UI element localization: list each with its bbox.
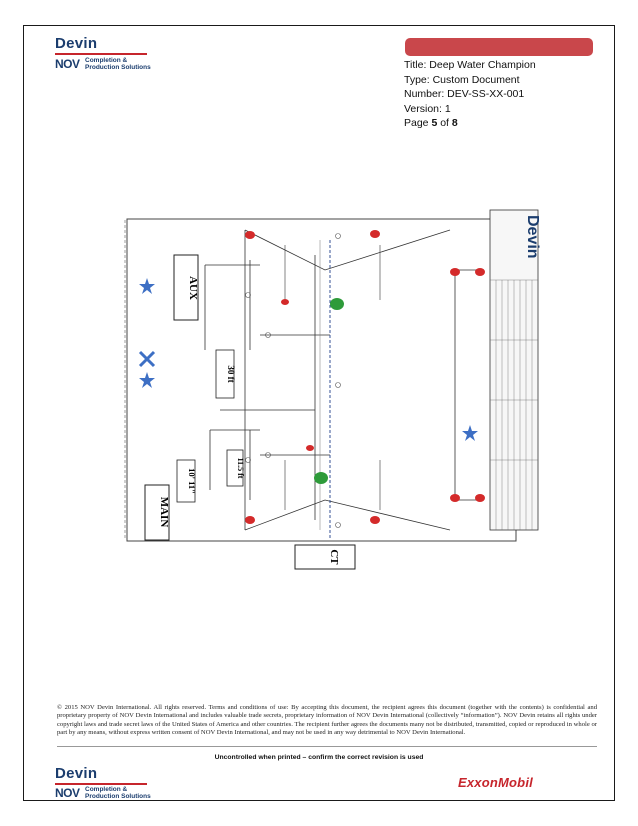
footer-division-name: Completion & Production Solutions	[85, 786, 151, 800]
dim-30ft-box	[215, 349, 235, 399]
ct-box	[294, 544, 356, 570]
nov-logo: NOV	[55, 57, 80, 71]
doc-type: Type: Custom Document	[404, 73, 520, 86]
blue-star-markers	[139, 278, 478, 441]
footer-nov-wordmark: NOV	[55, 786, 80, 800]
header-banner	[405, 38, 593, 56]
page-of: of	[437, 117, 452, 129]
logo-red-rule	[55, 53, 147, 55]
page-prefix: Page	[404, 117, 432, 129]
page-current: 5	[431, 117, 438, 129]
drawing-devin-logo: Devin	[524, 215, 540, 259]
page-total: 8	[451, 117, 458, 129]
copyright-notice: © 2015 NOV Devin International. All righ…	[57, 704, 597, 737]
nov-wordmark: NOV	[55, 57, 80, 71]
dim-30ft-label: 30 ft	[226, 365, 236, 382]
aux-label: AUX	[187, 276, 199, 300]
footer-division-line-1: Completion &	[85, 786, 128, 793]
division-line-2: Production Solutions	[85, 64, 151, 71]
drawing-devin-text: Devin	[524, 215, 540, 259]
doc-page: Page 5 of 8	[404, 116, 536, 131]
dim-10-11-box	[176, 459, 196, 503]
main-box	[144, 484, 170, 541]
page-frame	[23, 25, 615, 801]
footer-division-line-2: Production Solutions	[85, 793, 151, 800]
footer-devin-wordmark: Devin	[55, 765, 98, 782]
exxonmobil-logo: ExxonMobil	[458, 775, 533, 790]
dim-10-11-label: 10' 11"	[187, 468, 197, 494]
doc-version: Version: 1	[404, 102, 451, 115]
doc-title: Title: Deep Water Champion	[404, 59, 536, 71]
red-markers	[245, 230, 485, 524]
footer-rule	[57, 746, 597, 747]
division-line-1: Completion &	[85, 57, 128, 64]
uncontrolled-notice: Uncontrolled when printed – confirm the …	[214, 754, 424, 761]
main-label: MAIN	[158, 497, 170, 528]
drawing-title-lines	[490, 279, 538, 530]
document-title-block: Title: Deep Water Champion Type: Custom …	[404, 58, 536, 131]
green-markers	[314, 298, 344, 484]
footer-nov-logo: NOV	[55, 786, 80, 800]
dim-11-5-box	[226, 449, 244, 487]
drawing-small-markers	[245, 233, 341, 528]
aux-box	[173, 254, 199, 321]
devin-wordmark: Devin	[55, 35, 98, 52]
rig-layout-drawing: Devin AUX MAIN CT 30 ft 10' 11" 11.5 ft	[124, 209, 540, 570]
dimension-arrows	[284, 245, 381, 510]
dim-11-5-label: 11.5 ft	[236, 458, 245, 479]
footer-devin-logo: Devin	[55, 765, 97, 783]
ct-label: CT	[328, 549, 340, 565]
doc-number: Number: DEV-SS-XX-001	[404, 88, 525, 100]
layout-lines	[204, 229, 480, 531]
division-name: Completion & Production Solutions	[85, 57, 151, 71]
blue-x-marker	[138, 350, 156, 368]
devin-logo: Devin	[55, 35, 97, 53]
footer-logo-red-rule	[55, 783, 147, 785]
